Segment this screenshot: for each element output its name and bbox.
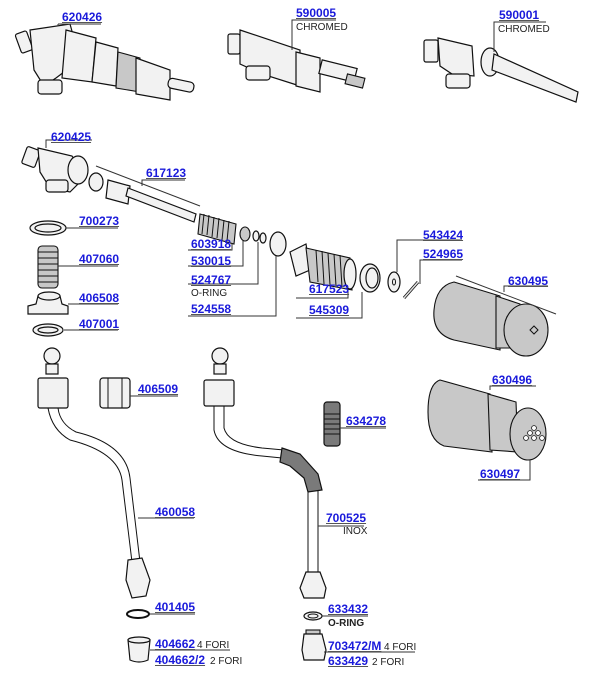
part-link-633429[interactable]: 633429 (328, 654, 369, 668)
part-note-633429: 2 FORI (372, 657, 405, 668)
part-link-603918[interactable]: 603918 (191, 237, 232, 251)
part-link-460058[interactable]: 460058 (155, 505, 196, 519)
part-note-700525: INOX (343, 526, 368, 537)
part-note-590001: CHROMED (498, 24, 550, 35)
nut-545309-drawing (296, 263, 381, 319)
pin-524965-drawing (402, 259, 462, 299)
part-link-700525[interactable]: 700525 (326, 511, 367, 525)
tube-700525-drawing (203, 347, 364, 599)
part-link-617123[interactable]: 617123 (146, 166, 187, 180)
nut-406509-drawing (99, 377, 178, 409)
part-link-407060[interactable]: 407060 (79, 252, 120, 266)
part-note-703472-m: 4 FORI (384, 642, 417, 653)
part-note-404662-2: 2 FORI (210, 656, 243, 667)
knob-630495-drawing (433, 275, 557, 357)
washer-543424-drawing (387, 239, 462, 293)
part-link-620426[interactable]: 620426 (62, 10, 103, 24)
ring-407001-drawing (32, 323, 118, 337)
part-link-406509[interactable]: 406509 (138, 382, 179, 396)
fitting-617523-drawing (289, 243, 357, 299)
part-link-634278[interactable]: 634278 (346, 414, 387, 428)
part-link-524558[interactable]: 524558 (191, 302, 232, 316)
part-link-407001[interactable]: 407001 (79, 317, 120, 331)
part-link-703472-m[interactable]: 703472/M (328, 639, 382, 653)
part-link-524965[interactable]: 524965 (423, 247, 464, 261)
part-link-590001[interactable]: 590001 (499, 8, 540, 22)
knob-630496-drawing (427, 379, 547, 481)
part-link-620425[interactable]: 620425 (51, 130, 92, 144)
part-link-630496[interactable]: 630496 (492, 373, 533, 387)
part-link-404662[interactable]: 404662 (155, 637, 196, 651)
tip-703472-drawing (301, 629, 415, 661)
part-link-530015[interactable]: 530015 (191, 254, 232, 268)
oring-633432-drawing (303, 611, 368, 621)
part-link-630495[interactable]: 630495 (508, 274, 549, 288)
part-link-545309[interactable]: 545309 (309, 303, 350, 317)
part-link-630497[interactable]: 630497 (480, 467, 521, 481)
spring-603918-drawing (188, 213, 287, 317)
filter-407060-drawing (37, 245, 118, 289)
part-link-404662-2[interactable]: 404662/2 (155, 653, 206, 667)
tube-460058-drawing (37, 347, 194, 599)
valve-590005-drawing (227, 19, 366, 93)
hose-634278-drawing (323, 401, 386, 447)
part-note-524767: O-RING (191, 288, 228, 299)
part-note-590005: CHROMED (296, 22, 348, 33)
part-link-700273[interactable]: 700273 (79, 214, 120, 228)
part-link-543424[interactable]: 543424 (423, 228, 464, 242)
part-note-404662: 4 FORI (197, 640, 230, 651)
part-link-590005[interactable]: 590005 (296, 6, 337, 20)
valve-body-620425-drawing (21, 139, 92, 193)
shaft-617123-drawing (88, 165, 201, 223)
part-link-524767[interactable]: 524767 (191, 273, 232, 287)
part-link-633432[interactable]: 633432 (328, 602, 369, 616)
part-note-633432: O-RING (328, 618, 365, 629)
part-link-401405[interactable]: 401405 (155, 600, 196, 614)
tip-404662-drawing (127, 636, 230, 663)
part-link-617523[interactable]: 617523 (309, 282, 350, 296)
valve-590001-drawing (423, 21, 579, 103)
part-link-406508[interactable]: 406508 (79, 291, 120, 305)
gasket-700273-drawing (29, 220, 118, 236)
seat-406508-drawing (27, 291, 118, 315)
valve-620426-drawing (14, 23, 195, 101)
oring-401405-drawing (126, 609, 195, 619)
